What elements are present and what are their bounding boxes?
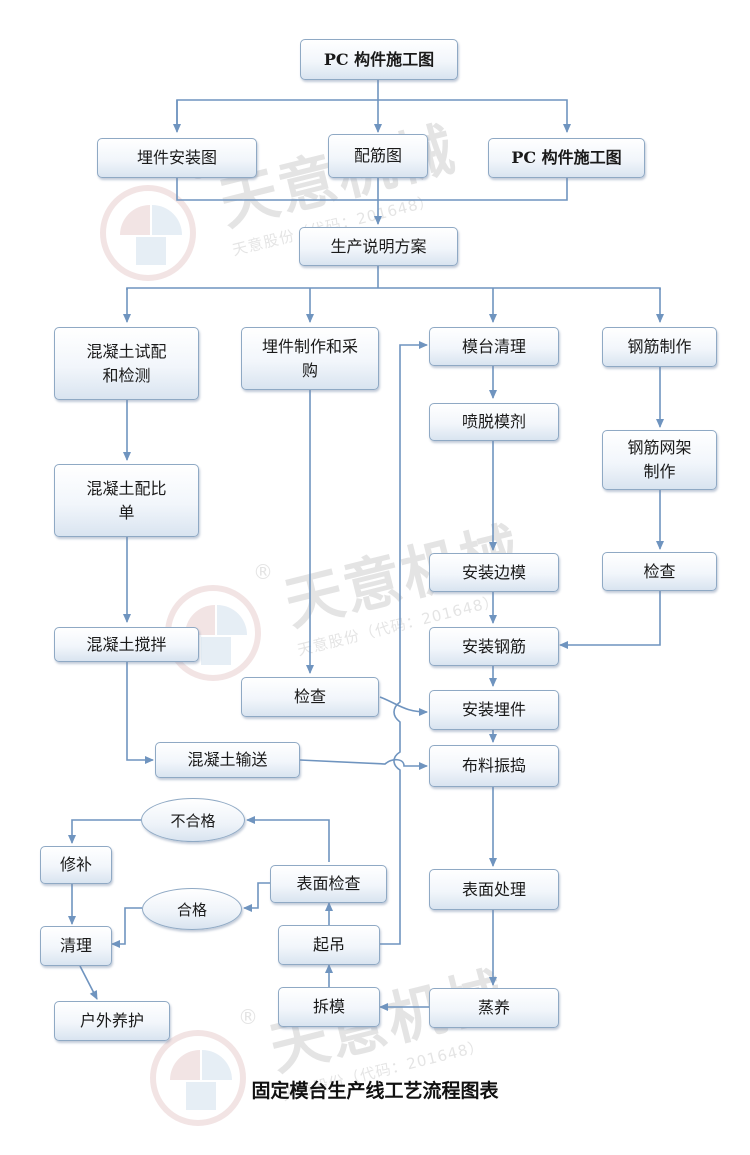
node-lift: 起吊 (278, 925, 380, 965)
diagram-title: 固定模台生产线工艺流程图表 (251, 1080, 499, 1102)
arrow-clean-to-outdoor (79, 965, 98, 1000)
node-demold: 拆模 (278, 987, 380, 1027)
node-pc-drawing-right: PC 构件施工图 (488, 138, 645, 178)
arrow-check-to-unqualified (246, 816, 330, 862)
node-embed-make: 埋件制作和采购 (241, 327, 379, 390)
node-check-rebar: 检查 (602, 552, 717, 591)
node-clean: 清理 (40, 926, 112, 966)
node-unqualified: 不合格 (141, 798, 245, 842)
node-rebar-mesh: 钢筋网架制作 (602, 430, 717, 490)
node-qualified: 合格 (142, 888, 242, 930)
node-install-rebar: 安装钢筋 (429, 627, 559, 666)
node-concrete-transport: 混凝土输送 (155, 742, 300, 778)
node-install-embed: 安装埋件 (429, 690, 559, 730)
node-production-plan: 生产说明方案 (299, 227, 458, 266)
node-spray-release: 喷脱模剂 (429, 403, 559, 441)
arrow-top-split (176, 99, 571, 133)
arrow-check-to-install-rebar (559, 591, 661, 649)
arrow-unqualified-to-repair (68, 819, 141, 844)
arrow-second-merge (176, 178, 568, 201)
arrow-check-to-qualified (243, 882, 270, 912)
arrow-transport-to-distribute (299, 758, 428, 770)
node-outdoor-cure: 户外养护 (54, 1001, 170, 1041)
arrow-qualified-to-clean (111, 907, 142, 948)
arrow-lift-to-mold-clean (380, 341, 428, 945)
node-distribute-vibrate: 布料振捣 (429, 745, 559, 787)
arrow-mix-to-transport (126, 662, 154, 764)
node-concrete-trial: 混凝土试配和检测 (54, 327, 199, 400)
node-check-embed: 检查 (241, 677, 379, 717)
node-embed-install-drawing: 埋件安装图 (97, 138, 257, 178)
node-steam-cure: 蒸养 (429, 988, 559, 1028)
node-surface-treat: 表面处理 (429, 869, 559, 910)
node-rebar-drawing: 配筋图 (328, 134, 428, 178)
node-surface-check: 表面检查 (270, 865, 387, 903)
arrow-plan-bus (126, 287, 661, 290)
node-mold-clean: 模台清理 (429, 327, 559, 366)
node-repair: 修补 (40, 846, 112, 884)
node-install-side-mold: 安装边模 (429, 553, 559, 592)
node-concrete-ratio: 混凝土配比单 (54, 464, 199, 537)
node-rebar-make: 钢筋制作 (602, 327, 717, 367)
arrow-check-embed-to-install (379, 696, 428, 716)
node-concrete-mix: 混凝土搅拌 (54, 627, 199, 662)
node-pc-drawing-top: PC 构件施工图 (300, 39, 458, 80)
